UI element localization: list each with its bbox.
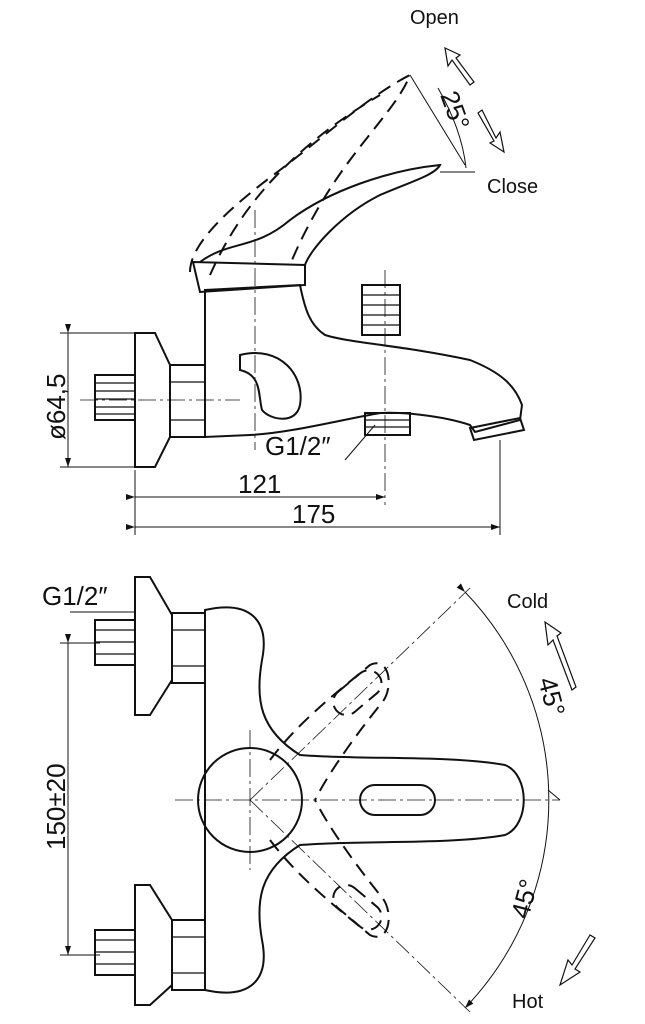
lever-closed	[191, 163, 442, 294]
cold-angle-label: 45°	[532, 674, 571, 720]
hot-arrow-icon	[558, 934, 596, 987]
inlet-thread	[94, 374, 136, 421]
close-arrow-icon	[477, 109, 505, 154]
lever-angle-label: 25°	[434, 87, 476, 134]
mixer-body	[204, 606, 525, 994]
diameter-label: ø64,5	[41, 374, 71, 441]
faucet-body	[204, 283, 524, 439]
shower-outlet	[364, 412, 411, 436]
lever-hot-position	[269, 799, 390, 938]
dimension-175: 175	[292, 499, 335, 529]
open-arrow-icon	[444, 46, 475, 86]
hot-label: Hot	[512, 991, 544, 1013]
hex-nut	[169, 364, 206, 438]
hot-angle-label: 45°	[505, 876, 544, 922]
lever-open	[189, 72, 412, 273]
dimension-121: 121	[238, 469, 281, 499]
side-view: Open Close 25° ø64,5 G1/2″ 121 175	[41, 7, 538, 535]
spacing-label: 150±20	[41, 763, 71, 850]
close-label: Close	[487, 176, 538, 198]
lower-flange	[134, 884, 173, 1006]
cold-arrow-icon	[544, 620, 577, 691]
open-label: Open	[410, 7, 459, 29]
lever-cold-position	[269, 662, 390, 801]
body-recess	[239, 352, 302, 420]
diverter-knob	[361, 284, 401, 336]
top-view: Cold Hot 45° 45° G1/2″ 150±20	[41, 576, 596, 1013]
aerator	[468, 416, 526, 442]
upper-flange	[134, 576, 173, 716]
inlet-thread-label: G1/2″	[42, 581, 108, 611]
cold-label: Cold	[507, 591, 548, 613]
rotation-arc	[456, 583, 550, 1009]
outlet-thread-label: G1/2″	[265, 431, 331, 461]
